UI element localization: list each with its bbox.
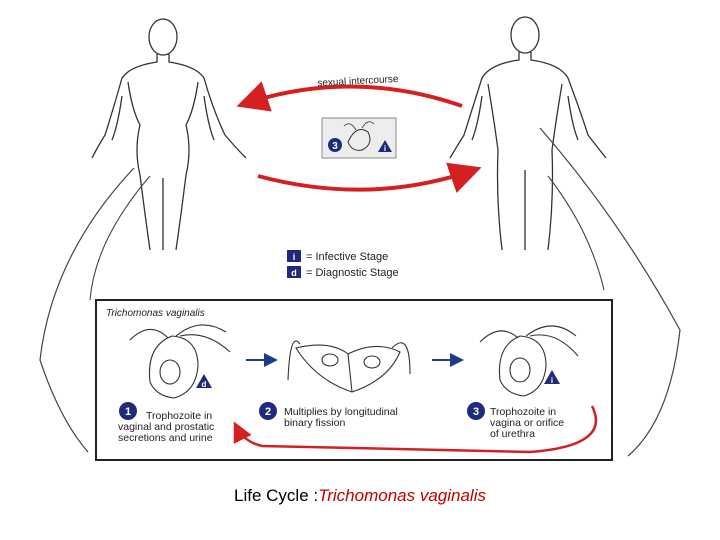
stage3-number-badge (467, 402, 485, 420)
stage2-line1: Multiplies by longitudinal (284, 406, 398, 418)
stage1-line1: Trophozoite in (146, 410, 212, 422)
stage1-organism (129, 324, 231, 399)
caption: Life Cycle :Trichomonas vaginalis (0, 486, 720, 506)
stage3-number: 3 (473, 406, 479, 418)
stage2-organism (287, 340, 411, 393)
stage3-infective-badge (544, 370, 560, 384)
stage1-line2: vaginal and prostatic (118, 421, 214, 433)
female-figure (91, 18, 247, 251)
stage2-number: 2 (265, 406, 271, 418)
stage1-number: 1 (125, 406, 131, 418)
center-stage-box: 3 i (321, 117, 397, 159)
stage1-diagnostic-badge (196, 374, 212, 388)
swoop-left-inner (89, 175, 151, 301)
stage2-line2: binary fission (284, 417, 345, 429)
legend-infective-badge (287, 250, 301, 262)
stage2-number-badge (259, 402, 277, 420)
swoop-left-outer (39, 167, 135, 453)
legend-diagnostic-badge (287, 266, 301, 278)
transmission-arrow-bottom (257, 162, 482, 193)
stage3-badge-letter: i (551, 376, 553, 385)
stage1-line3: secretions and urine (118, 432, 213, 444)
stage3-organism (479, 325, 579, 397)
stage3-line3: of urethra (490, 428, 535, 440)
center-stage-number: 3 (332, 141, 338, 152)
center-infective-badge (378, 140, 392, 152)
stage1-number-badge (119, 402, 137, 420)
center-stage-badge (328, 138, 342, 152)
stage3-line1: Trophozoite in (490, 406, 556, 418)
return-arrow (233, 405, 598, 454)
legend-infective-letter: i (293, 252, 296, 262)
swoop-right-outer (539, 127, 681, 457)
stage1-badge-letter: d (202, 380, 207, 389)
legend-diagnostic-text: = Diagnostic Stage (306, 267, 399, 279)
arrow-label: sexual intercourse (317, 74, 399, 89)
transmission-arrow-top (236, 81, 463, 112)
legend: i = Infective Stage d = Diagnostic Stage (287, 250, 399, 279)
male-figure (449, 16, 607, 251)
stage3-line2: vagina or orifice (490, 417, 564, 429)
stages-box: Trichomonas vaginalis d i (95, 299, 613, 461)
legend-infective-text: = Infective Stage (306, 251, 388, 263)
caption-species: Trichomonas vaginalis (318, 486, 486, 505)
swoop-right-inner (547, 175, 605, 291)
center-infective-letter: i (384, 144, 386, 153)
box-title: Trichomonas vaginalis (106, 308, 205, 319)
caption-prefix: Life Cycle : (234, 486, 319, 505)
legend-diagnostic-letter: d (291, 268, 297, 278)
